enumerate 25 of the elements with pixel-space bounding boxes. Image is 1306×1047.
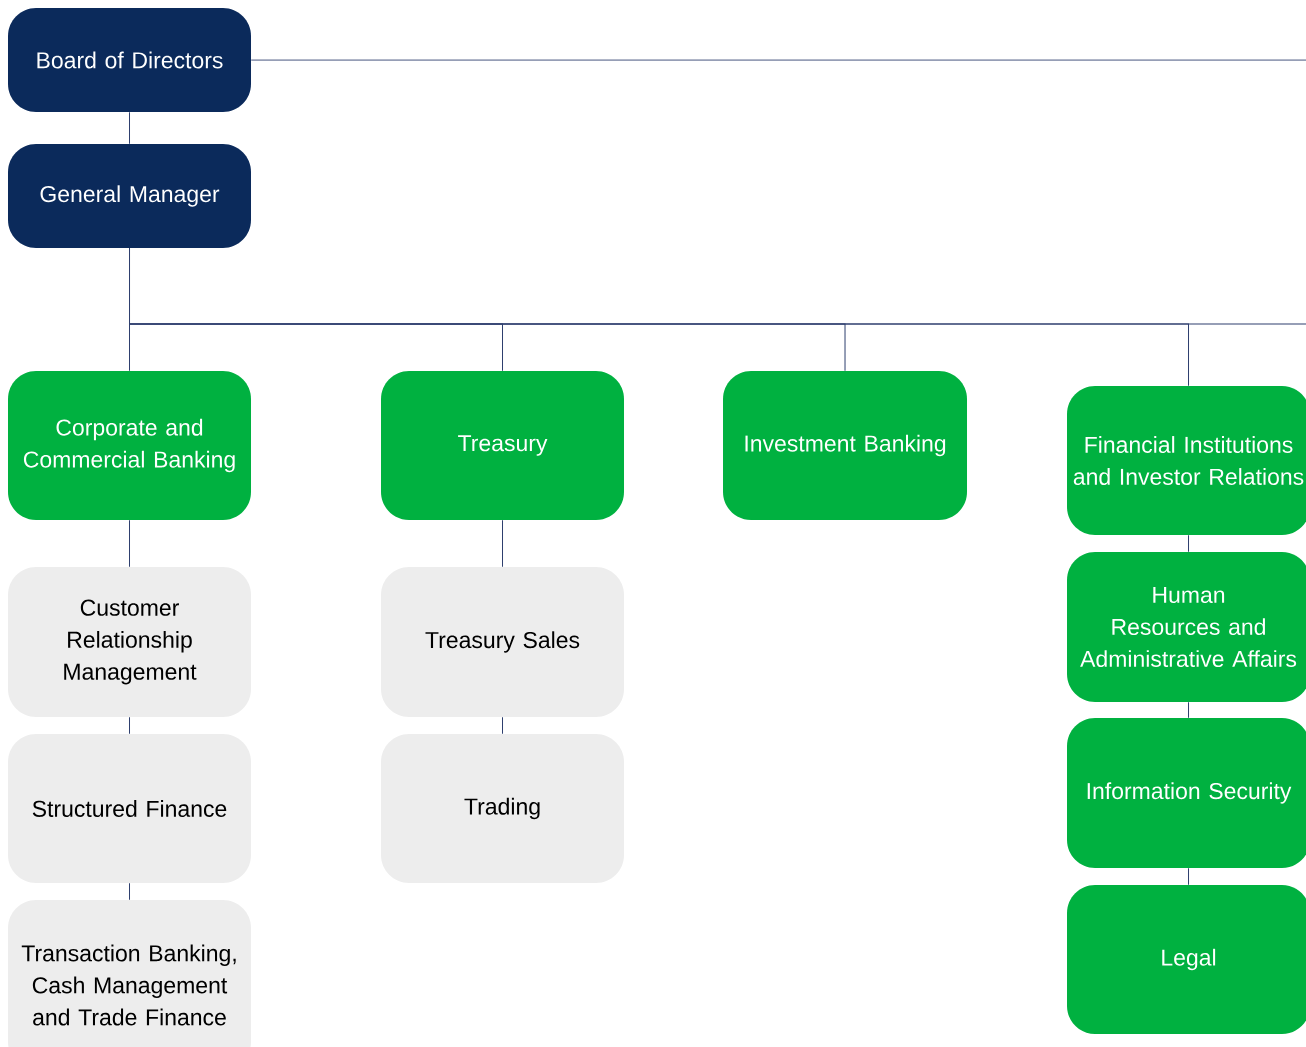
connector-line [129,111,130,145]
connector-line [129,716,130,735]
connector-line [250,59,1306,61]
leader-box: Board of Directors [8,8,251,112]
division-box: Information Security [1067,718,1306,868]
connector-line [1188,701,1189,719]
connector-line [129,247,1306,325]
connector-line [502,716,503,735]
division-box: Legal [1067,885,1306,1034]
connector-line [129,882,130,901]
department-box: Transaction Banking, Cash Management and Trade Finance [8,900,251,1047]
division-box: Financial Institutions and Investor Relations [1067,386,1306,535]
connector-line [1188,534,1189,553]
department-box: Customer Relationship Management [8,567,251,717]
connector-line [1188,867,1189,886]
connector-line [502,519,503,568]
department-box: Structured Finance [8,734,251,883]
department-box: Trading [381,734,624,883]
leader-box: General Manager [8,144,251,248]
division-box: Investment Banking [723,371,967,520]
division-box: Human Resources and Administrative Affairs [1067,552,1306,702]
connector-line [129,519,130,568]
department-box: Treasury Sales [381,567,624,717]
division-box: Corporate and Commercial Banking [8,371,251,520]
division-box: Treasury [381,371,624,520]
